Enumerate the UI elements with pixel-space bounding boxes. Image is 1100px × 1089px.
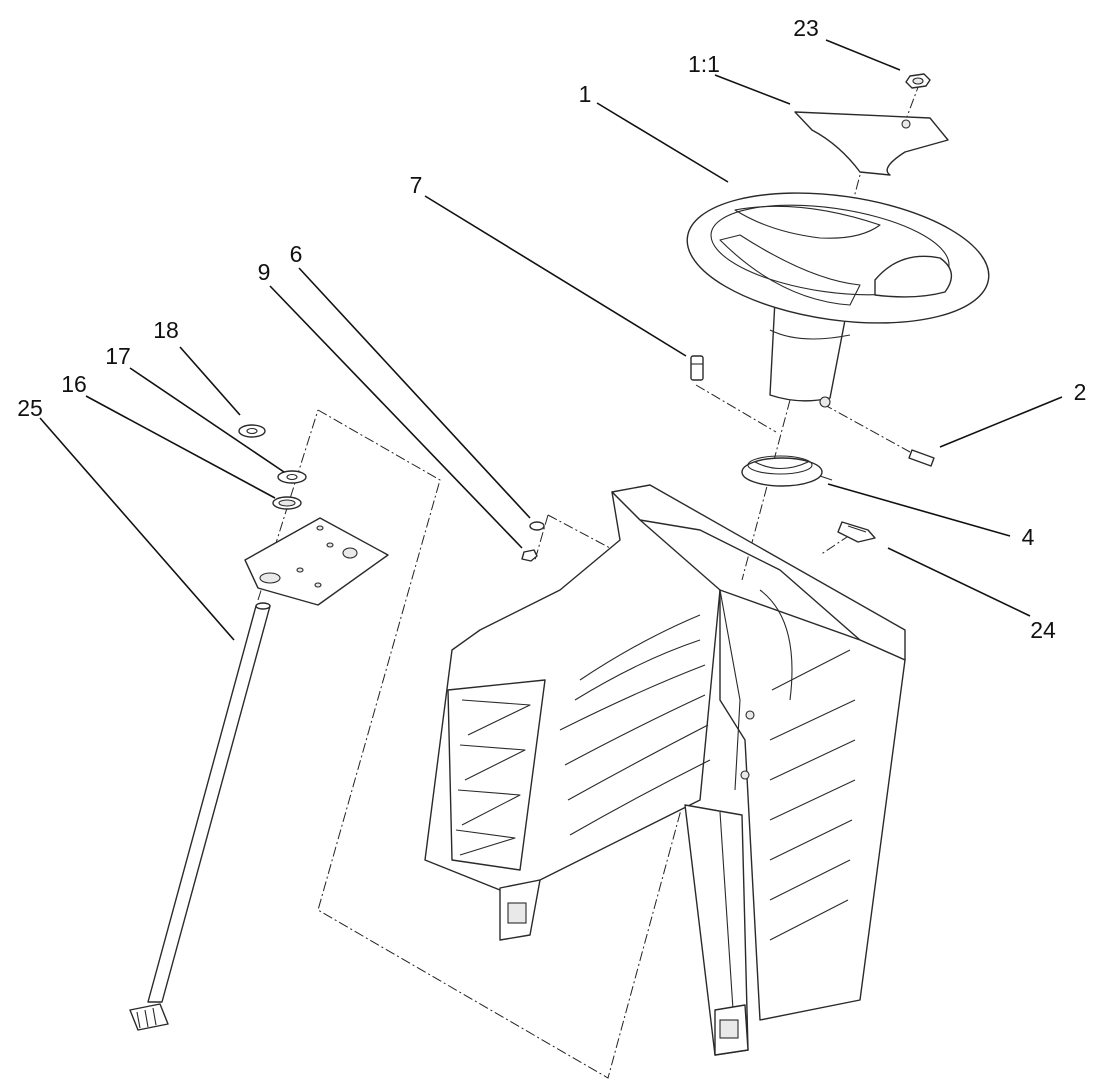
callout-17: 17 [105,343,131,369]
callout-1-1: 1:1 [688,51,720,77]
washer-6 [529,521,545,531]
inner-slots-left [559,614,711,836]
callout-4: 4 [1022,524,1035,550]
washer-18 [238,424,266,438]
steering-wheel-cap [794,111,949,176]
vent-slats [455,699,531,856]
nut-23 [905,73,931,89]
callout-18: 18 [153,317,179,343]
washer-17 [277,470,307,484]
callout-7: 7 [410,172,423,198]
screw-7 [690,355,704,381]
inner-slots-right [769,649,856,941]
callout-23: 23 [793,15,819,41]
callout-25: 25 [17,395,43,421]
callout-9: 9 [258,259,271,285]
bushing-4 [741,455,833,487]
callout-labels: 23 1:1 1 7 6 9 18 17 16 25 2 4 24 [17,15,1086,643]
bushing-16 [272,496,302,510]
steering-shaft [129,602,271,1031]
pin-2 [908,449,935,467]
mounting-bracket [244,517,389,606]
clip-24 [837,521,876,543]
dash-console-housing [424,484,906,1056]
nut-9 [521,549,538,562]
callout-1: 1 [579,81,592,107]
callout-6: 6 [290,241,303,267]
callout-2: 2 [1074,379,1087,405]
steering-wheel [686,192,990,408]
callout-24: 24 [1030,617,1056,643]
leader-lines [39,39,1063,641]
callout-16: 16 [61,371,87,397]
